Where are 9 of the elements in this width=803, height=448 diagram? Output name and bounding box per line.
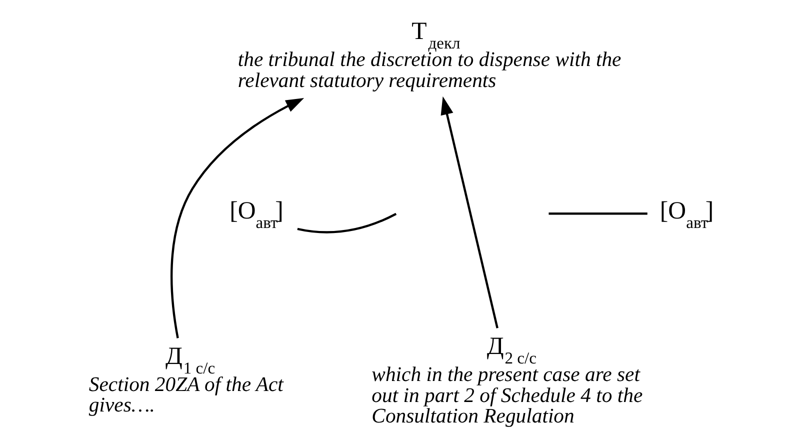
connector	[296, 212, 396, 234]
node-text: T$_{декл}$ the tribunal the discretion to dispense with the relevant statutory requirements	[237, 18, 621, 92]
arrow	[170, 98, 304, 338]
node-text: Д$_{2 с/с}$ which in the present case are set out in part 2 of Schedule 4 to the Consultation Regulation	[371, 333, 642, 428]
arrow	[440, 96, 498, 328]
node-text: [O$_{авт}$]	[229, 197, 283, 232]
node-text: Д$_{1 с/с}$ Section 20ZA of the Act gives….	[88, 342, 283, 417]
connector	[548, 212, 647, 215]
node-text: [O$_{авт}$]	[659, 197, 714, 232]
